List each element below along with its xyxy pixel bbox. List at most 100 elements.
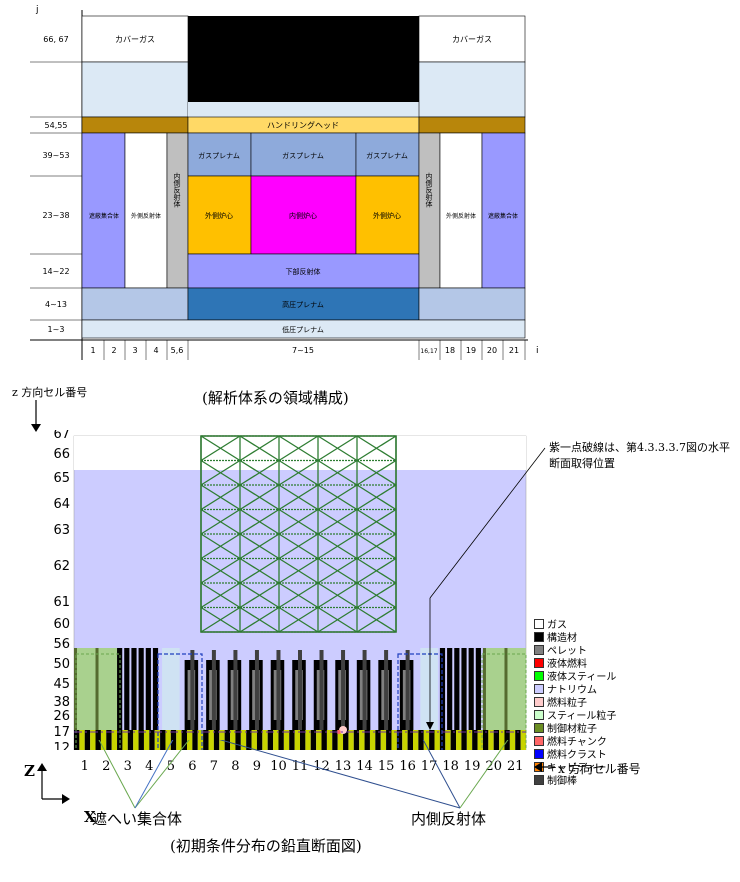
row-label: 54,55 [45,121,68,130]
lower-stripe [450,730,457,750]
lattice-line [200,533,241,560]
lower-stripe [100,730,107,750]
lower-stripe [74,730,80,750]
inner-reflector-box-right [397,653,443,750]
x-tick-label: 14 [356,759,373,774]
z-tick-label: 17 [53,725,70,740]
lattice-line [239,459,280,486]
lower-stripe [278,730,284,750]
lower-stripe [461,730,467,750]
legend-item: ガス [534,617,567,631]
legend-label: ガス [547,620,567,631]
legend-label: 構造材 [547,633,577,644]
legend-item: 液体燃料 [534,656,587,670]
x-letter: X [84,808,96,826]
lower-stripe [423,730,430,750]
legend-item: 燃料クラスト [534,747,607,761]
shield-box-left [75,653,121,750]
lower-stripe [187,730,193,750]
lower-stripe [348,730,354,750]
x-tick-label: 9 [252,759,262,774]
lower-stripe [79,730,85,750]
lower-stripe [515,730,521,750]
x-tick-label: 15 [377,759,395,774]
lattice-line [239,533,280,560]
lattice-line [278,508,319,535]
z-tick-label: 38 [53,695,70,710]
col-label: 4 [153,346,158,355]
structure-column [468,648,474,730]
lower-stripe [504,730,510,750]
j-axis-label: j [35,5,39,15]
lower-stripe [138,730,144,750]
x-tick-label: 10 [270,759,287,774]
lattice-line [239,484,280,511]
section-annotation: 紫一点破線は、第4.3.3.3.7図の水平断面取得位置 [549,441,730,470]
lattice-line [278,557,319,584]
legend-label: ナトリウム [547,685,597,696]
z-tick-label: 61 [53,595,70,610]
legend-item: 燃料チャンク [534,734,607,748]
outer-reflector-right-label: 外側反射体 [446,212,476,220]
lower-stripe [170,730,177,750]
legend-swatch [534,709,544,720]
bottom-axes [37,762,555,804]
legend-label: 制御棒 [547,776,577,787]
legend-label: 燃料チャンク [547,737,607,748]
lattice-line [356,484,397,511]
lower-stripe [310,730,317,750]
lower-stripe [316,730,322,750]
lower-stripe [337,730,344,750]
lattice-line [356,557,397,584]
shield-box-right [481,653,527,750]
row-label: 1~3 [48,325,65,334]
lower-stripe [300,730,306,750]
pin-core [276,650,281,730]
lower-stripe [391,730,397,750]
col-label: 7~15 [292,346,314,355]
x-tick-label: 8 [231,759,240,774]
lower-stripe [111,730,118,750]
lower-stripe [445,730,451,750]
legend-swatch [534,683,544,694]
legend-label: ペレット [547,646,587,657]
lattice-line [200,606,241,633]
col-label: 20 [487,346,497,355]
row-label: 23~38 [42,211,69,220]
x-tick-label: 13 [334,759,352,774]
structure-column [447,648,453,730]
lattice-line [278,484,319,511]
label-pointers [98,740,509,809]
pin-core [405,650,410,730]
lattice-line [239,435,280,462]
lower-stripe [407,730,413,750]
lower-stripe [273,730,279,750]
caption-region-layout: (解析体系の領域構成) [202,389,349,407]
lower-stripe [208,730,214,750]
legend-swatch [534,735,544,746]
structure-column [131,648,137,730]
z-tick-label: 62 [53,559,70,574]
lower-stripe [283,730,290,750]
lower-stripe [482,730,489,750]
legend-swatch [534,657,544,668]
legend-label: スティール粒子 [547,711,617,722]
pin-core [233,650,238,730]
handling-lattice [200,435,397,633]
caption-vertical-section: (初期条件分布の鉛直断面図) [170,837,362,855]
x-axis-title: x 方向セル番号 [558,762,641,776]
pin-core [190,650,195,730]
lattice-line [317,533,358,560]
region-layout-diagram: j i 66, 67 54,55 39~53 23~38 14~22 4~13 … [30,5,539,360]
z-tick-label: 64 [53,497,70,512]
x-tick-label: 6 [188,759,197,774]
low-plenum-label: 低圧プレナム [282,325,324,334]
lattice-line [200,459,241,486]
x-tick-label: 11 [291,759,309,774]
lattice-line [356,606,397,633]
pin-core [341,650,346,730]
lower-stripe [133,730,139,750]
lower-stripe [353,730,360,750]
lattice-line [278,435,319,462]
cover-gas-left-label: カバーガス [115,34,155,44]
